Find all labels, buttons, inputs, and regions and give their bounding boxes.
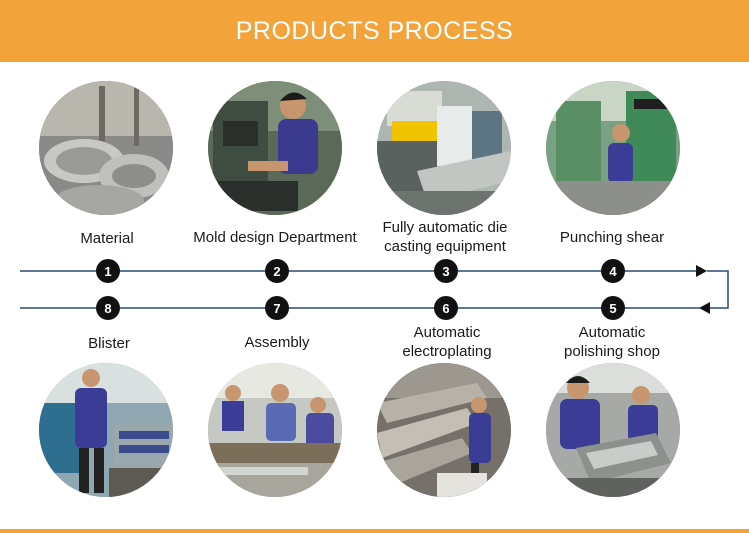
step-4-label: Punching shear: [559, 229, 665, 246]
punching-shear-photo: [546, 81, 680, 215]
polishing-shop-photo: [546, 363, 680, 497]
material-photo: [39, 81, 173, 215]
mold-design-photo: [208, 81, 342, 215]
step-2-badge: 2: [265, 259, 289, 283]
step-2-label: Mold design Department: [193, 229, 357, 246]
header-banner: PRODUCTS PROCESS: [0, 0, 749, 62]
step-1-badge: 1: [96, 259, 120, 283]
step-1-label: Material: [80, 230, 134, 247]
return-flow-line: [707, 270, 729, 309]
step-3-label: Fully automatic die casting equipment: [382, 219, 508, 255]
top-arrow-icon: [696, 265, 707, 277]
return-arrow-icon: [699, 302, 710, 314]
step-5-label: Automatic polishing shop: [564, 324, 660, 360]
blister-photo: [39, 363, 173, 497]
step-8-label: Blister: [88, 335, 130, 352]
page-title: PRODUCTS PROCESS: [235, 16, 514, 45]
assembly-photo: [208, 363, 342, 497]
die-casting-photo: [377, 81, 511, 215]
step-6-label: Automatic electroplating: [402, 324, 492, 360]
step-6-badge: 6: [434, 296, 458, 320]
step-7-label: Assembly: [244, 334, 310, 351]
footer-accent-bar: [0, 529, 749, 533]
step-7-badge: 7: [265, 296, 289, 320]
electroplating-photo: [377, 363, 511, 497]
step-8-badge: 8: [96, 296, 120, 320]
step-3-badge: 3: [434, 259, 458, 283]
step-4-badge: 4: [601, 259, 625, 283]
step-5-badge: 5: [601, 296, 625, 320]
